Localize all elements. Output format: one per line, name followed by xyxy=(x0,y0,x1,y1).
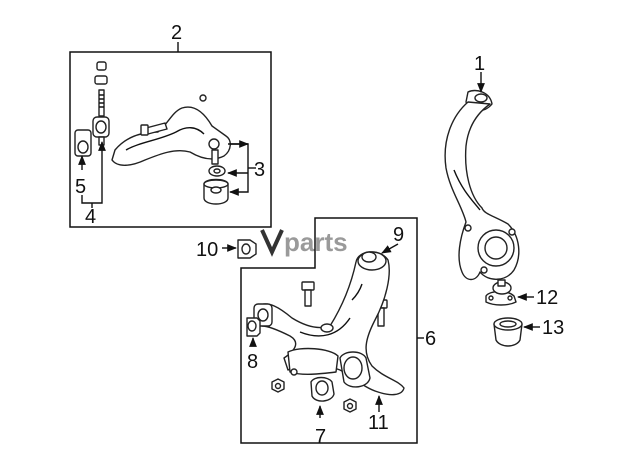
lower-arm-group: 6 8 xyxy=(240,217,436,448)
callout-4: 4 xyxy=(85,206,96,228)
upper-arm-group: 2 xyxy=(69,22,272,228)
bolt-10: 10 xyxy=(196,239,257,261)
ball-joint-12: 12 xyxy=(485,279,558,309)
callout-3: 3 xyxy=(254,159,265,181)
watermark-v-icon xyxy=(260,229,284,257)
bolt-left xyxy=(301,281,315,307)
callout-10: 10 xyxy=(196,239,218,261)
dust-cap-13: 13 xyxy=(493,317,564,347)
callout-9: 9 xyxy=(393,224,404,246)
ball-joint-stud xyxy=(92,61,110,146)
callout-1: 1 xyxy=(474,53,485,75)
callout-5: 5 xyxy=(75,176,86,198)
callout-12: 12 xyxy=(536,287,558,309)
bushing-8 xyxy=(246,317,261,337)
watermark-text: parts xyxy=(284,227,348,257)
callout-2: 2 xyxy=(171,22,182,44)
bushing-7 xyxy=(310,376,335,402)
callout-13: 13 xyxy=(542,317,564,339)
bushing-5 xyxy=(74,129,92,157)
watermark-logo: parts xyxy=(260,227,348,257)
callout-7: 7 xyxy=(315,426,326,448)
callout-11: 11 xyxy=(368,412,389,434)
lower-arm-group-box xyxy=(240,217,418,444)
steering-knuckle: 1 xyxy=(444,53,520,281)
upper-arm-group-box xyxy=(69,51,272,228)
callout-8: 8 xyxy=(247,351,258,373)
callout-6: 6 xyxy=(425,328,436,350)
